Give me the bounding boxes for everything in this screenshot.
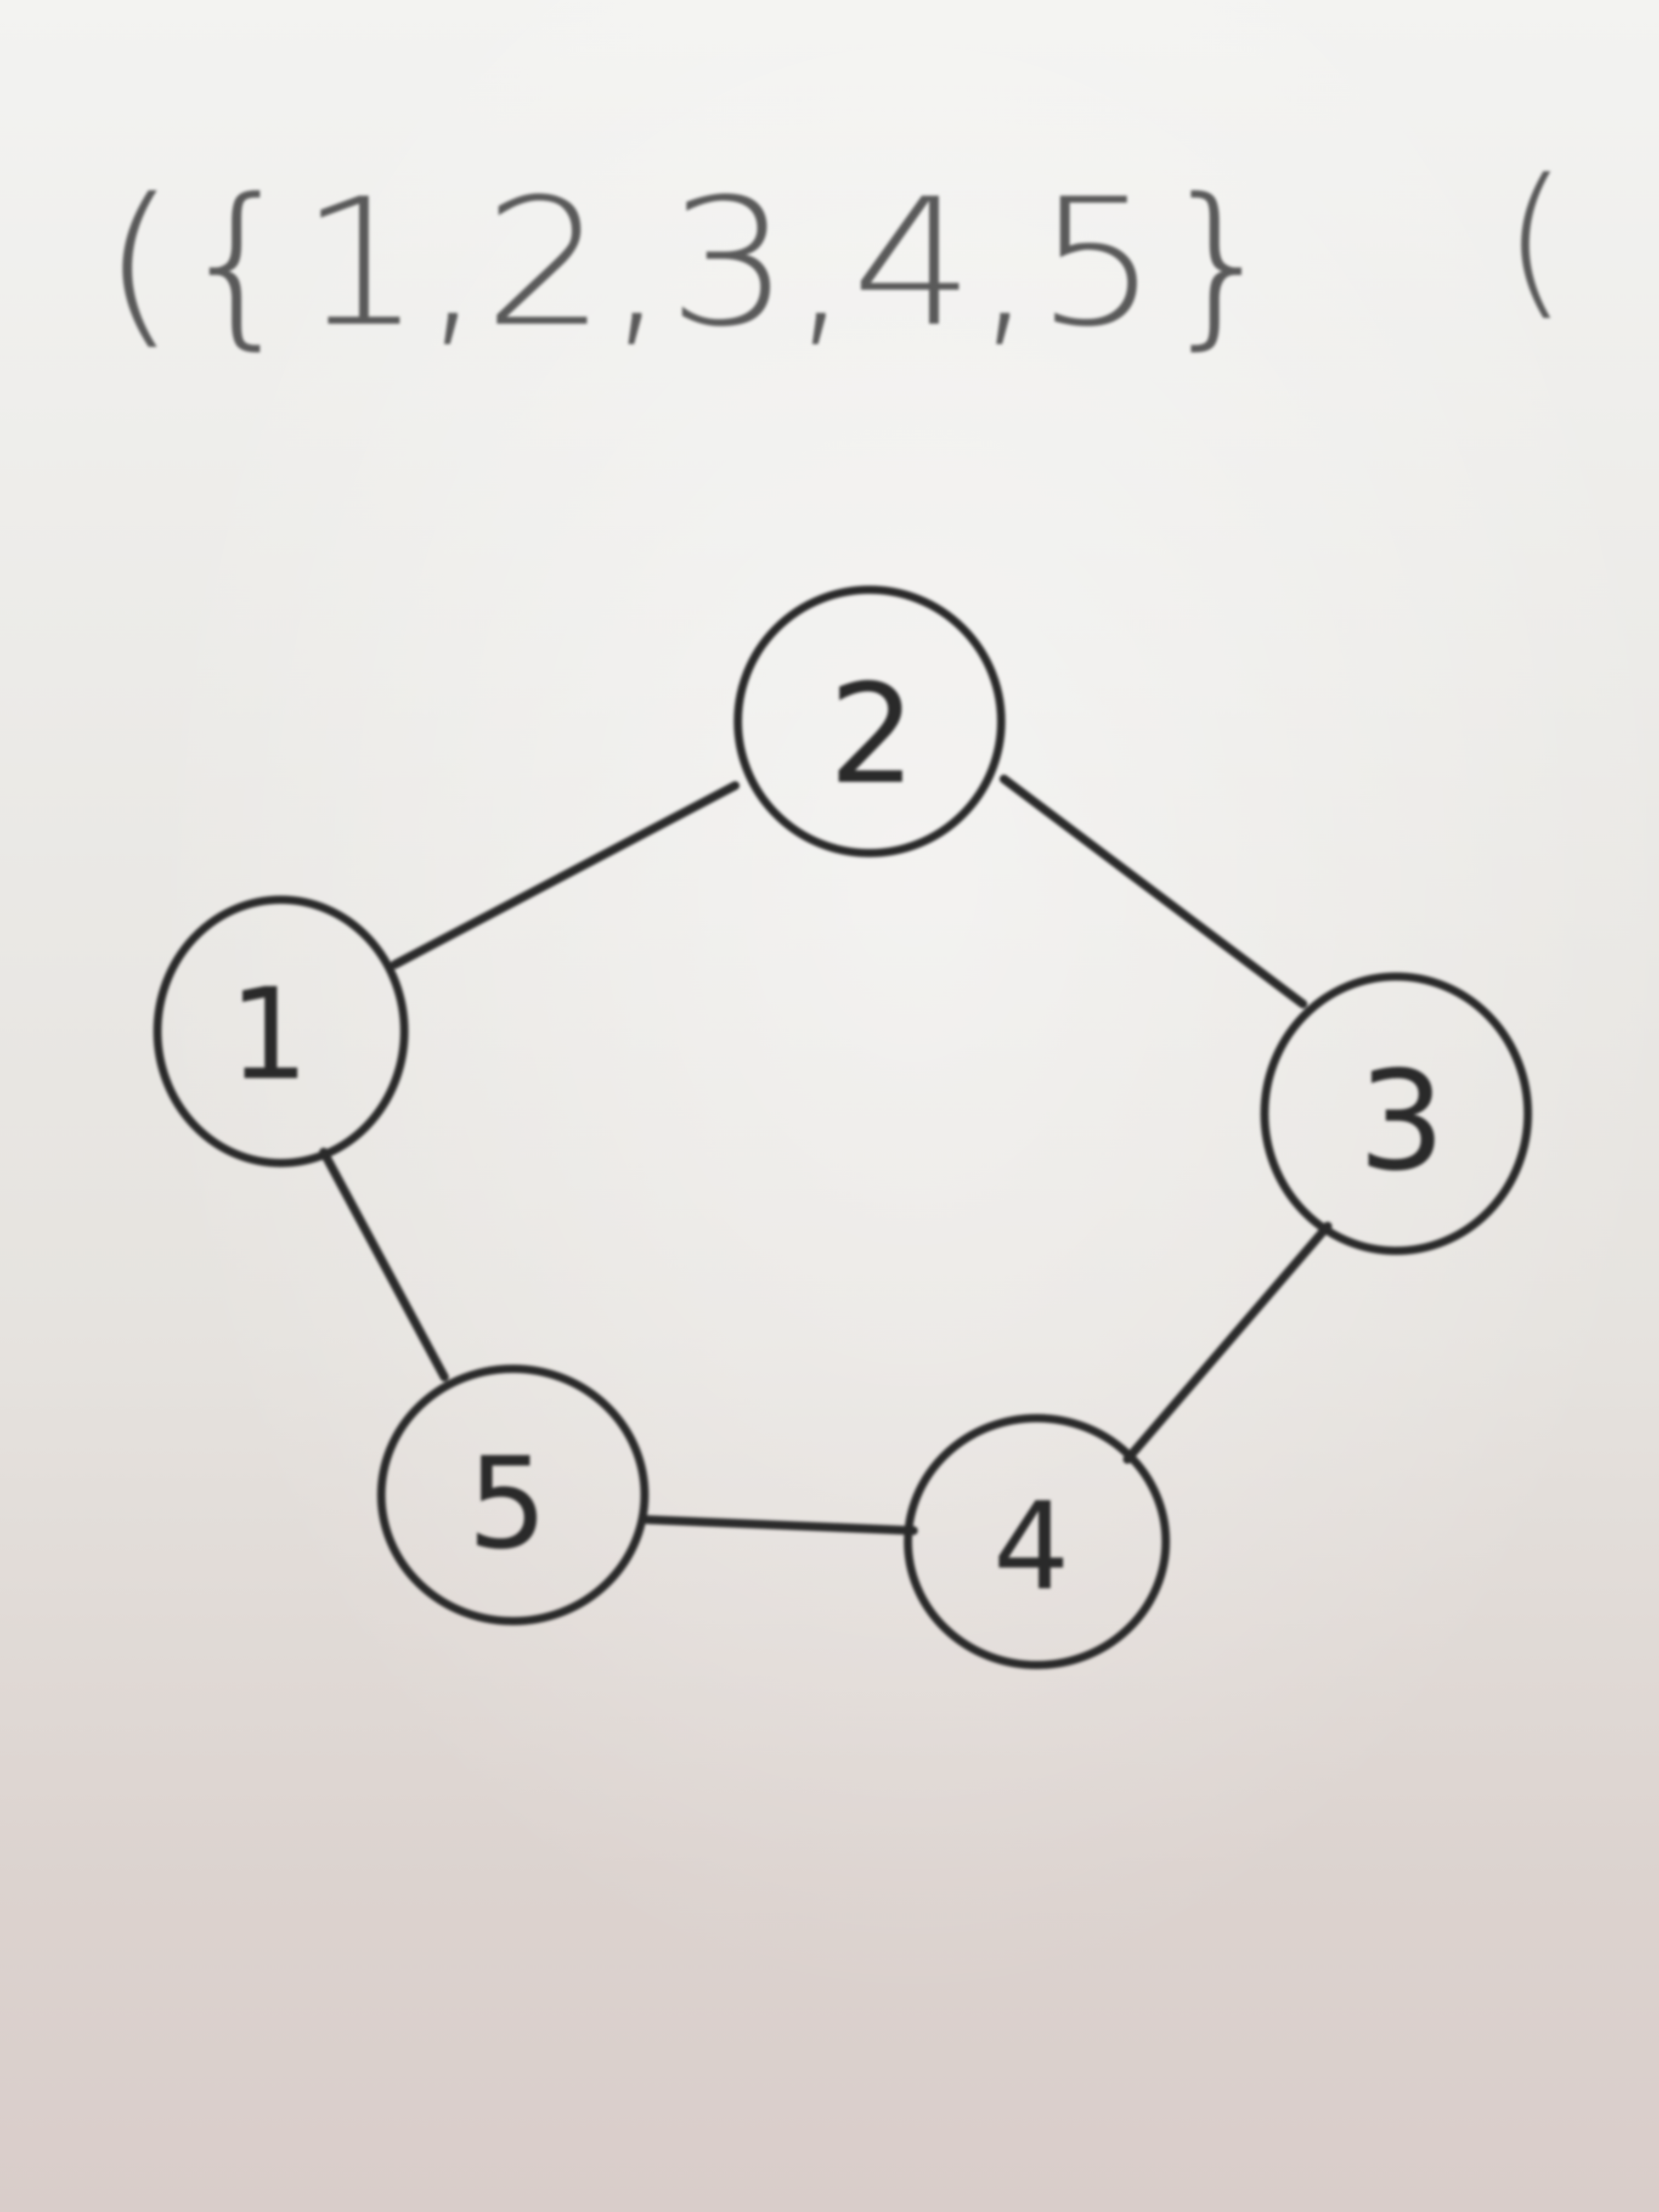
node-circle <box>904 1414 1170 1669</box>
node-label: 5 <box>467 1431 548 1577</box>
graph-edge-4-5 <box>643 1515 918 1535</box>
node-circle <box>1260 972 1532 1255</box>
node-circle <box>153 895 409 1167</box>
node-circle <box>733 585 1006 857</box>
graph-edge-1-2 <box>391 781 740 969</box>
node-label: 2 <box>828 654 916 814</box>
node-label: 4 <box>993 1476 1070 1617</box>
graph-node-2: 2 <box>733 585 1006 857</box>
set-notation-text: ({1,2,3,4,5} <box>101 161 1281 365</box>
trailing-paren-text: ( <box>1503 144 1567 335</box>
graph-edges <box>319 775 1332 1535</box>
graph-node-1: 1 <box>153 895 409 1167</box>
node-circle <box>377 1364 649 1626</box>
graph-edge-3-4 <box>1123 1222 1332 1464</box>
graph-edge-5-1 <box>319 1148 449 1381</box>
node-label: 3 <box>1358 1041 1445 1201</box>
graph-node-3: 3 <box>1260 972 1532 1255</box>
graph-edge-2-3 <box>1000 775 1307 1008</box>
node-label: 1 <box>229 962 309 1108</box>
graph-nodes: 1 2 3 4 5 <box>153 585 1532 1669</box>
graph-node-4: 4 <box>904 1414 1170 1669</box>
graph-node-5: 5 <box>377 1364 649 1626</box>
